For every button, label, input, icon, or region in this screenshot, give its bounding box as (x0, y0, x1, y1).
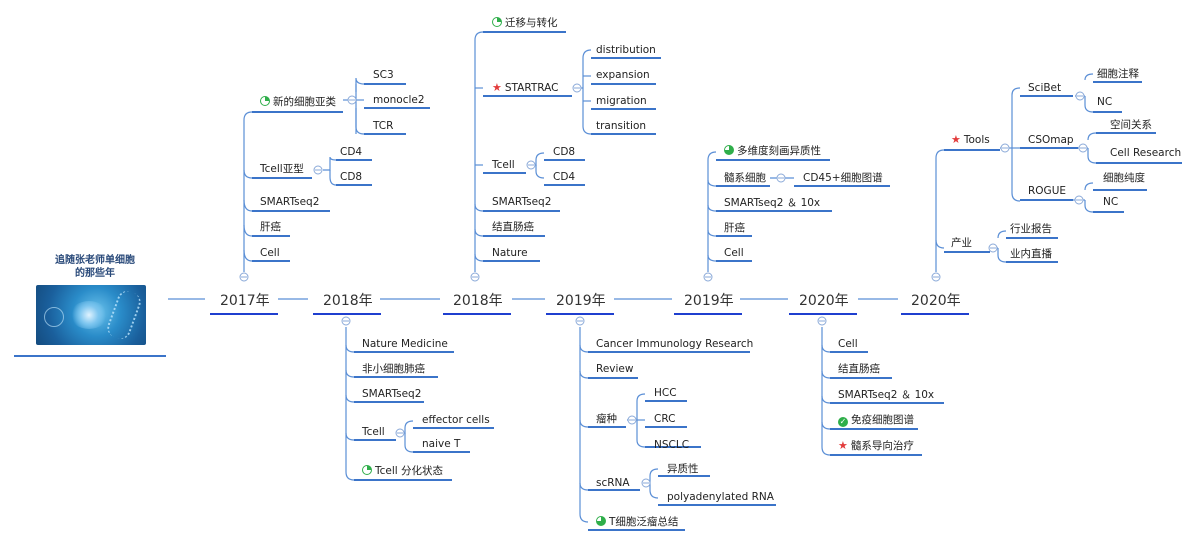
node-cd8[interactable]: CD8 (340, 171, 363, 183)
node-cancer-immunology-research[interactable]: Cancer Immunology Research (596, 338, 754, 350)
node-effector-cells[interactable]: effector cells (422, 414, 490, 426)
node-scibet[interactable]: SciBet (1028, 82, 1062, 94)
node-smartseq2[interactable]: SMARTseq2 (362, 388, 422, 400)
star-icon: ★ (951, 133, 961, 146)
node-cell-purity[interactable]: 细胞纯度 (1103, 172, 1145, 184)
progress-quarter-icon (492, 17, 502, 27)
node-industry[interactable]: 产业 (951, 237, 972, 249)
node-cell-journal[interactable]: Cell (260, 247, 280, 259)
node-cd4[interactable]: CD4 (340, 146, 363, 158)
dna-helix-icon (104, 288, 144, 342)
node-tcell[interactable]: Tcell (492, 159, 515, 171)
node-new-cell-subtype[interactable]: 新的细胞亚类 (260, 95, 336, 109)
node-migration[interactable]: migration (596, 95, 647, 107)
root-title-line1: 追随张老师单细胞 (55, 255, 135, 266)
dna-cell-image (36, 285, 146, 345)
node-sc3[interactable]: SC3 (373, 69, 394, 81)
node-tcell[interactable]: Tcell (362, 426, 385, 438)
year-node-2017[interactable]: 2017年 (220, 293, 270, 309)
node-review[interactable]: Review (596, 363, 634, 375)
node-colorectal-cancer[interactable]: 结直肠癌 (838, 363, 880, 375)
node-liver-cancer[interactable]: 肝癌 (724, 222, 745, 234)
node-myeloid-cells[interactable]: 髓系细胞 (724, 172, 766, 184)
node-industry-live[interactable]: 业内直播 (1010, 248, 1052, 260)
progress-three-quarter-icon (724, 145, 734, 155)
node-scrna[interactable]: scRNA (596, 477, 630, 489)
node-tumor-type[interactable]: 瘤种 (596, 413, 617, 425)
check-icon: ✓ (838, 417, 848, 427)
node-distribution[interactable]: distribution (596, 44, 656, 56)
node-cd8[interactable]: CD8 (553, 146, 576, 158)
node-nsclc[interactable]: NSCLC (654, 439, 690, 451)
root-title-line2: 的那些年 (75, 268, 115, 279)
node-tcell-pan-cancer[interactable]: T细胞泛瘤总结 (596, 515, 678, 529)
node-label: Tools (963, 134, 990, 146)
node-label: Tcell 分化状态 (375, 465, 444, 477)
node-tcr[interactable]: TCR (373, 120, 394, 132)
star-icon: ★ (838, 439, 848, 452)
star-icon: ★ (492, 81, 502, 94)
node-hcc[interactable]: HCC (654, 387, 677, 399)
node-smartseq2-10x[interactable]: SMARTseq2 ＆ 10x (838, 389, 935, 401)
node-tcell-differentiation[interactable]: Tcell 分化状态 (362, 464, 443, 478)
node-heterogeneity[interactable]: 异质性 (667, 463, 699, 475)
node-cell-annotation[interactable]: 细胞注释 (1097, 68, 1139, 80)
year-node-2018-b[interactable]: 2018年 (453, 293, 503, 309)
year-node-2020-b[interactable]: 2020年 (911, 293, 961, 309)
progress-three-quarter-icon (596, 516, 606, 526)
node-nc[interactable]: NC (1097, 96, 1113, 108)
node-migration-transformation[interactable]: 迁移与转化 (492, 16, 558, 30)
node-immune-atlas[interactable]: ✓免疫细胞图谱 (838, 413, 914, 427)
node-smartseq2-10x[interactable]: SMARTseq2 ＆ 10x (724, 197, 821, 209)
year-node-2020-a[interactable]: 2020年 (799, 293, 849, 309)
progress-quarter-icon (260, 96, 270, 106)
node-label: STARTRAC (504, 82, 559, 94)
year-node-2018-a[interactable]: 2018年 (323, 293, 373, 309)
node-nc[interactable]: NC (1103, 196, 1119, 208)
node-cell-research[interactable]: Cell Research (1110, 147, 1182, 159)
ring-decoration (44, 307, 64, 327)
node-label: 髓系导向治疗 (850, 440, 914, 452)
node-tcell-subtype[interactable]: Tcell亚型 (260, 163, 304, 175)
node-myeloid-therapy[interactable]: ★髓系导向治疗 (838, 439, 914, 453)
node-colorectal-cancer[interactable]: 结直肠癌 (492, 221, 534, 233)
node-monocle2[interactable]: monocle2 (373, 94, 425, 106)
node-naive-t[interactable]: naive T (422, 438, 461, 450)
node-smartseq2[interactable]: SMARTseq2 (260, 196, 320, 208)
node-spatial-relation[interactable]: 空间关系 (1110, 119, 1152, 131)
cell-decoration (70, 301, 108, 329)
node-industry-report[interactable]: 行业报告 (1010, 223, 1052, 235)
node-cell-journal[interactable]: Cell (724, 247, 744, 259)
node-nature[interactable]: Nature (492, 247, 528, 259)
node-label: 多维度刻画异质性 (737, 145, 821, 157)
node-smartseq2[interactable]: SMARTseq2 (492, 196, 552, 208)
progress-quarter-icon (362, 465, 372, 475)
node-cd4[interactable]: CD4 (553, 171, 576, 183)
node-startrac[interactable]: ★STARTRAC (492, 81, 558, 95)
year-node-2019-b[interactable]: 2019年 (684, 293, 734, 309)
node-label: 新的细胞亚类 (273, 96, 336, 108)
node-rogue[interactable]: ROGUE (1028, 185, 1067, 197)
node-label: 免疫细胞图谱 (851, 414, 914, 426)
node-label: T细胞泛瘤总结 (609, 516, 679, 528)
node-cd45-atlas[interactable]: CD45+细胞图谱 (803, 172, 883, 184)
year-node-2019-a[interactable]: 2019年 (556, 293, 606, 309)
node-liver-cancer[interactable]: 肝癌 (260, 221, 281, 233)
node-polyadenylated-rna[interactable]: polyadenylated RNA (667, 491, 774, 503)
node-expansion[interactable]: expansion (596, 69, 650, 81)
node-crc[interactable]: CRC (654, 413, 676, 425)
node-multidimensional-heterogeneity[interactable]: 多维度刻画异质性 (724, 144, 821, 158)
node-tools[interactable]: ★Tools (951, 133, 990, 147)
root-title: 追随张老师单细胞 的那些年 (40, 254, 150, 280)
node-label: 迁移与转化 (505, 17, 558, 29)
node-transition[interactable]: transition (596, 120, 647, 132)
node-nature-medicine[interactable]: Nature Medicine (362, 338, 448, 350)
node-cell-journal[interactable]: Cell (838, 338, 858, 350)
node-nsclc[interactable]: 非小细胞肺癌 (362, 363, 425, 375)
node-csomap[interactable]: CSOmap (1028, 134, 1074, 146)
